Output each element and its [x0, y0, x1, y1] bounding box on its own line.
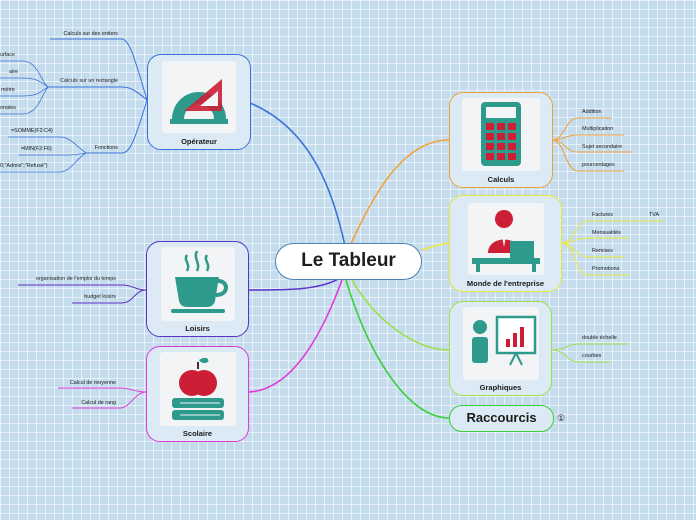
topic-operateur-label: Opérateur [181, 137, 217, 146]
leaf-promotions[interactable]: Promotions [592, 266, 620, 272]
leaf-mensualites[interactable]: Mensualités [592, 230, 621, 236]
topic-loisirs-label: Loisirs [185, 324, 210, 333]
link-op-entiers [121, 38, 148, 101]
subtopic-fonctions[interactable]: Fonctions [94, 145, 118, 151]
subtopic-calculs-rectangle[interactable]: Calculs sur un rectangle [60, 78, 118, 84]
leaf-perimetre[interactable]: mètre [1, 87, 15, 93]
topic-loisirs[interactable]: Loisirs [146, 241, 249, 337]
link-root-monde [421, 242, 450, 251]
coffee-cup-icon [161, 247, 235, 321]
link-root-graphiques [351, 279, 450, 351]
topic-scolaire-label: Scolaire [182, 429, 213, 438]
leaf-sujet-secondaire[interactable]: Sujet secondaire [582, 144, 623, 150]
topic-monde-label: Monde de l'entreprise [466, 279, 545, 288]
leaf-formula-min[interactable]: =MIN(F2:F6) [21, 146, 52, 152]
leaf-remises[interactable]: Remises [592, 248, 613, 254]
leaf-calcul-moyenne[interactable]: Calcul de moyenne [69, 380, 116, 386]
priority-marker-icon: ① [557, 413, 566, 423]
central-topic[interactable]: Le Tableur [275, 243, 422, 280]
topic-calculs[interactable]: Calculs [449, 92, 553, 188]
topic-calculs-label: Calculs [487, 175, 515, 184]
leaf-surface[interactable]: urface [0, 52, 15, 58]
leaf-addition[interactable]: Addition [582, 109, 602, 115]
leaf-factures[interactable]: Factures [592, 212, 613, 218]
leaf-calcul-rang[interactable]: Calcul de rang [81, 400, 116, 406]
topic-monde-entreprise[interactable]: Monde de l'entreprise [449, 195, 562, 292]
leaf-emploi-du-temps[interactable]: organisation de l'emploi du temps [35, 276, 116, 282]
calculator-icon [462, 98, 540, 171]
businessman-desk-icon [468, 203, 544, 275]
apple-books-icon [160, 352, 236, 426]
topic-raccourcis[interactable]: Raccourcis [449, 405, 554, 432]
leaf-diagonales[interactable]: onales [0, 105, 16, 111]
leaf-pourcentages[interactable]: pourcentages [582, 162, 615, 168]
link-op-fonctions [121, 99, 148, 154]
leaf-double-echelle[interactable]: double échelle [582, 335, 617, 341]
topic-operateur[interactable]: Opérateur [147, 54, 251, 150]
leaf-formula-si[interactable]: 0;"Admis";"Refusé") [0, 163, 48, 169]
link-root-loisirs [248, 277, 341, 291]
topic-graphiques-label: Graphiques [479, 383, 522, 392]
link-op-rectangle [121, 86, 148, 101]
subtopic-calculs-entiers[interactable]: Calculs sur des entiers [63, 31, 118, 37]
link-root-scolaire [248, 279, 343, 393]
leaf-formula-somme[interactable]: =SOMME(F2:C4) [11, 128, 53, 134]
leaf-courbes[interactable]: courbes [582, 353, 602, 359]
topic-scolaire[interactable]: Scolaire [146, 346, 249, 442]
link-root-raccourcis [345, 279, 450, 419]
presentation-chart-icon [463, 307, 539, 380]
leaf-multiplication[interactable]: Multiplicaiton [582, 126, 614, 132]
link-root-operateur [249, 102, 346, 247]
leaf-budget-loisirs[interactable]: budget loisirs [84, 294, 116, 300]
topic-graphiques[interactable]: Graphiques [449, 301, 552, 396]
protractor-set-square-icon [162, 61, 236, 133]
leaf-tva[interactable]: TVA [649, 212, 660, 218]
link-root-calculs [349, 139, 450, 247]
leaf-aire[interactable]: aire [9, 69, 18, 75]
